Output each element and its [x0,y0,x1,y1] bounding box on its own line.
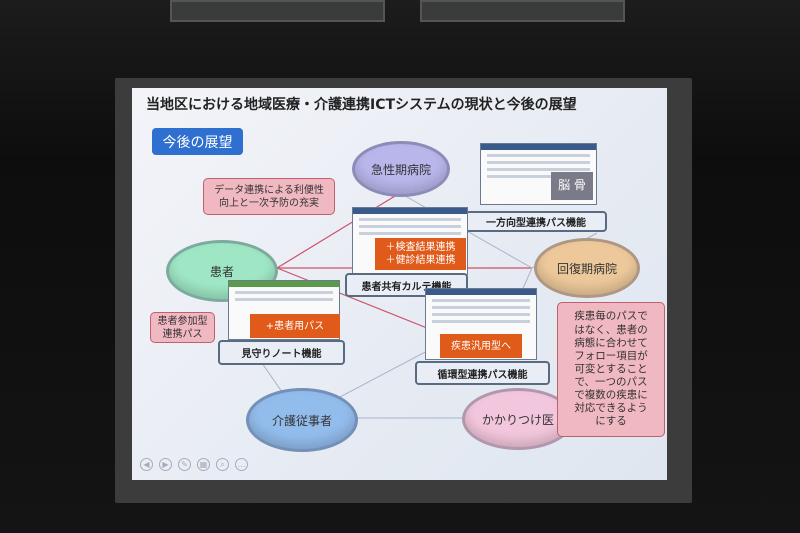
ceiling-light [420,0,625,22]
callout-line: フォロー項目が [574,349,648,362]
section-badge: 今後の展望 [152,128,243,155]
callout-patient-join: 患者参加型連携パス [150,312,215,343]
slide-nav-controls: ◀ ▶ ✎ ▦ ⌕ … [140,458,248,471]
callout-line: で、一つのパス [574,376,648,389]
prev-slide-icon[interactable]: ◀ [140,458,153,471]
bone-label: 脳 骨 [551,172,593,200]
callout-line: 可変とすること [574,362,648,375]
orange-shared-chart: ＋検査結果連携 ＋健診結果連携 [375,238,466,270]
callout-line: 対応できるよう [574,402,648,415]
ceiling-light [170,0,385,22]
node-care-worker: 介護従事者 [246,388,358,452]
next-slide-icon[interactable]: ▶ [159,458,172,471]
screenshot-one-way-path: 脳 骨 [480,143,597,205]
label-one-way-path: 一方向型連携パス機能 [465,211,607,232]
line-acute-patient [276,192,401,269]
zoom-icon[interactable]: ⌕ [216,458,229,471]
more-icon[interactable]: … [235,458,248,471]
callout-disease-path: 疾患毎のパスではなく、患者の病態に合わせてフォロー項目が可変とすることで、一つの… [557,302,665,437]
checkup-result-link: ＋健診結果連携 [385,255,456,266]
node-recovery-hospital: 回復期病院 [534,238,640,298]
callout-line: 患者参加型 [157,315,208,327]
callout-line: で複数の疾患に [574,389,648,402]
callout-line: データ連携による利便性 [214,184,324,196]
callout-line: 病態に合わせて [574,336,648,349]
callout-line: 向上と一次予防の充実 [219,197,319,209]
node-acute-hospital: 急性期病院 [352,141,450,197]
line-patient-circular [276,267,453,339]
slide-title: 当地区における地域医療・介護連携ICTシステムの現状と今後の展望 [146,97,577,113]
orange-disease-generic: 疾患汎用型へ [440,334,522,358]
exam-result-link: ＋検査結果連携 [385,242,456,253]
slides-icon[interactable]: ▦ [197,458,210,471]
callout-line: 疾患毎のパスで [574,310,648,323]
callout-data-link: データ連携による利便性向上と一次予防の充実 [203,178,335,215]
label-watch-note: 見守りノート機能 [218,340,345,365]
pen-icon[interactable]: ✎ [178,458,191,471]
slide: 当地区における地域医療・介護連携ICTシステムの現状と今後の展望 今後の展望 急… [132,88,667,480]
callout-line: 連携パス [162,328,203,340]
callout-line: にする [595,415,627,428]
callout-line: はなく、患者の [574,323,648,336]
label-circular-path: 循環型連携パス機能 [415,361,550,385]
orange-patient-path: +患者用パス [250,314,340,338]
